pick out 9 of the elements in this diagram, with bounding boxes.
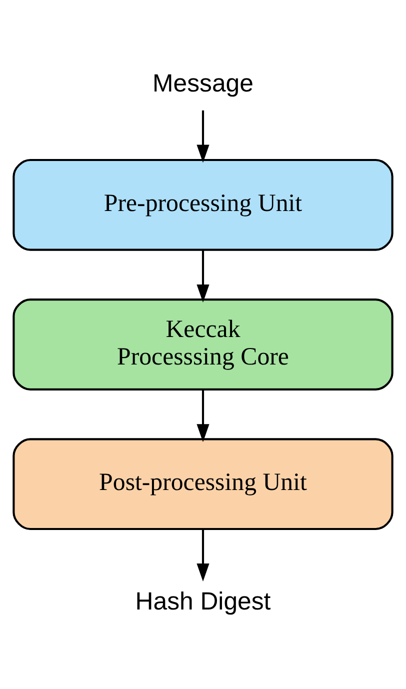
node-box: Pre-processing Unit: [12, 158, 394, 251]
node-text: Message: [152, 69, 254, 98]
arrow: [196, 390, 210, 442]
node-box: Keccak Processsing Core: [12, 298, 394, 390]
arrow: [196, 110, 210, 163]
node-box: Post-processing Unit: [12, 438, 394, 530]
arrow: [196, 250, 210, 303]
node-text: Hash Digest: [135, 588, 271, 616]
arrow: [196, 530, 210, 582]
